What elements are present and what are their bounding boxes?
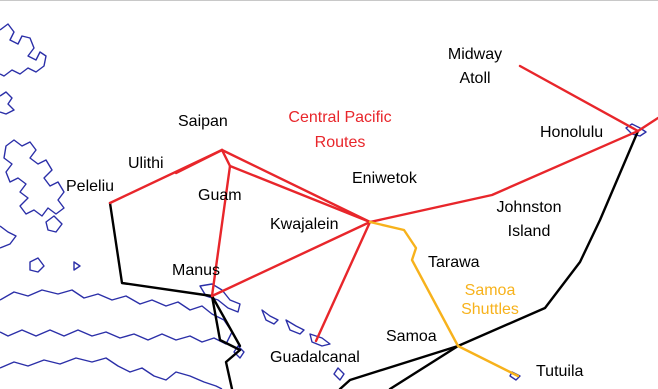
- route-lines: [108, 64, 658, 389]
- label-kwajalein: Kwajalein: [270, 216, 339, 233]
- route-black-samoa-south: [388, 344, 460, 389]
- route-red-saipan-peleliu: [108, 148, 224, 205]
- label-johnston-island: Johnston Island: [488, 198, 570, 241]
- route-red-saipan-kwajalein: [220, 148, 372, 224]
- legend-samoa-shuttles: Samoa Shuttles: [450, 281, 530, 319]
- route-red-honolulu-east: [636, 116, 658, 133]
- label-guadalcanal: Guadalcanal: [270, 349, 360, 366]
- coastline-solomons-2: [285, 319, 305, 335]
- route-red-honolulu-kwajalein: [368, 129, 640, 224]
- label-samoa: Samoa: [386, 328, 437, 345]
- label-tarawa: Tarawa: [428, 254, 480, 271]
- route-black-manus-branch: [210, 294, 242, 348]
- label-ulithi: Ulithi: [128, 155, 164, 172]
- coastline-borneo: [0, 225, 17, 249]
- route-red-kwajalein-guadalcanal: [314, 220, 372, 343]
- route-red-guam-kwajalein: [228, 164, 372, 224]
- coastline-philippines-2: [45, 215, 63, 233]
- coastline-australia: [0, 357, 223, 389]
- coastline-small-islands-2: [73, 261, 81, 271]
- legend-central-pacific-line1: Central Pacific: [288, 109, 392, 126]
- coastline-asia-north: [0, 23, 47, 77]
- label-johnston-line1: Johnston: [496, 199, 562, 216]
- coastline-new-guinea: [0, 289, 233, 345]
- label-saipan: Saipan: [178, 113, 228, 130]
- label-honolulu: Honolulu: [540, 124, 604, 141]
- route-orange-samoa-shuttle: [368, 220, 520, 378]
- coastline-solomons-4: [233, 345, 245, 359]
- label-johnston-line2: Island: [507, 223, 551, 240]
- route-red-midway-honolulu: [518, 64, 640, 133]
- route-black-peleliu-manus: [108, 201, 214, 298]
- route-black-manus-south: [210, 294, 242, 389]
- coastline-philippines-1: [3, 139, 65, 217]
- label-peleliu: Peleliu: [66, 178, 115, 195]
- label-midway-atoll: Midway Atoll: [440, 45, 510, 88]
- legend-central-pacific-routes: Central Pacific Routes: [280, 108, 400, 152]
- coastline-solomons-3: [309, 333, 331, 347]
- route-red-saipan-guam-manus: [210, 148, 232, 298]
- label-eniwetok: Eniwetok: [352, 170, 417, 187]
- coastline-solomons-1: [261, 309, 279, 325]
- label-tutuila: Tutuila: [536, 363, 584, 380]
- coastline-small-islands-1: [29, 257, 45, 273]
- legend-central-pacific-line2: Routes: [314, 134, 366, 151]
- coastline-new-britain: [199, 283, 241, 313]
- label-midway-line1: Midway: [447, 46, 503, 63]
- legend-samoa-shuttles-line2: Shuttles: [461, 301, 519, 318]
- coastline-asia-west: [0, 91, 15, 115]
- coastline-vanuatu: [333, 367, 345, 381]
- route-black-honolulu-south: [338, 129, 640, 389]
- label-manus: Manus: [172, 262, 221, 279]
- legend-samoa-shuttles-line1: Samoa: [464, 282, 516, 299]
- route-red-kwajalein-manus: [210, 220, 372, 298]
- label-guam: Guam: [198, 187, 242, 204]
- label-midway-line2: Atoll: [459, 70, 491, 87]
